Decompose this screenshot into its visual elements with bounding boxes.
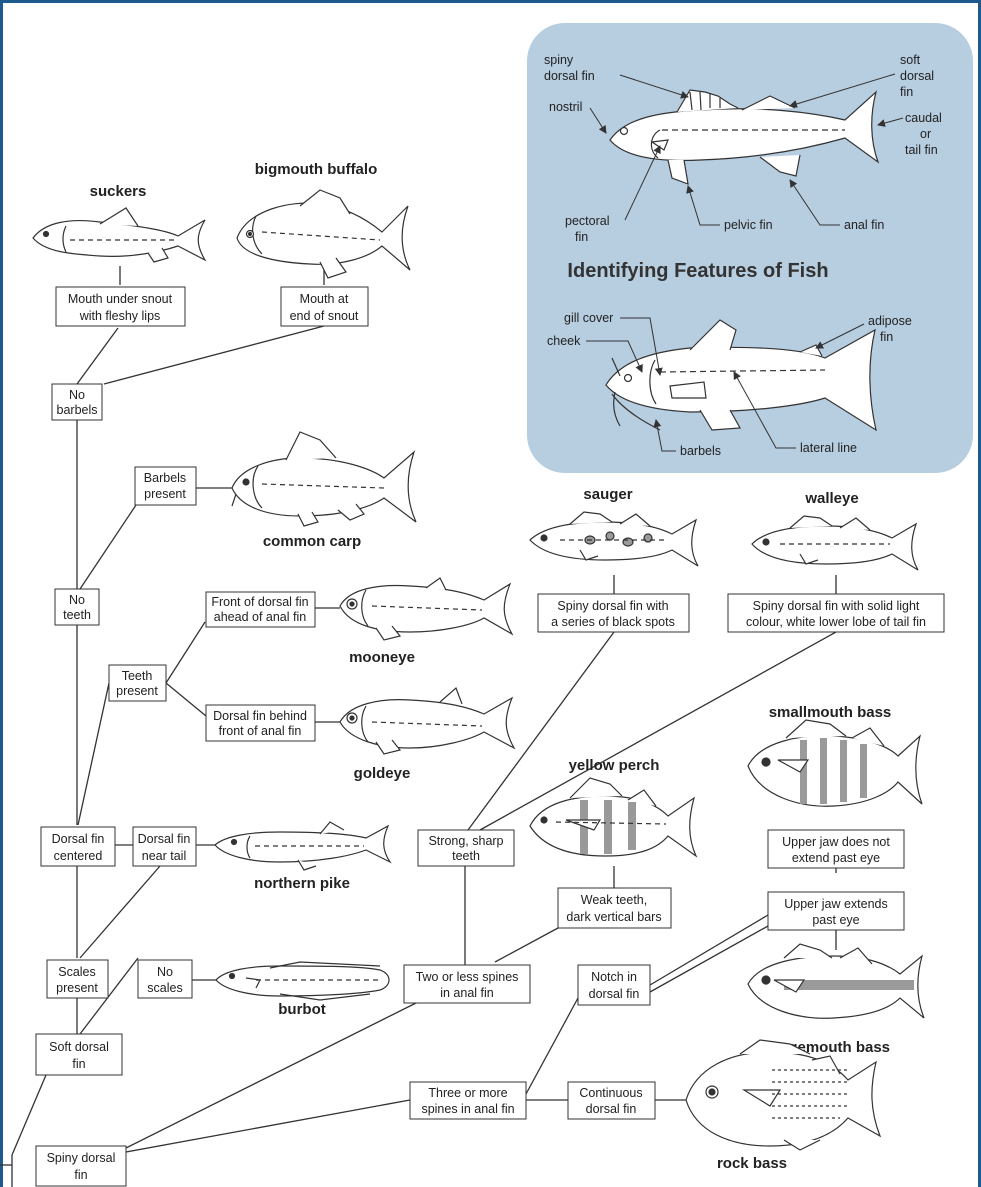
key-connectors xyxy=(0,266,837,1187)
fish-largemouth-bass xyxy=(747,943,925,1019)
fish-goldeye xyxy=(339,686,516,755)
label-pectoral: pectoral fin xyxy=(565,214,613,244)
fish-smallmouth-bass xyxy=(747,719,923,807)
label-cheek: cheek xyxy=(547,334,581,348)
fish-yellow-perch xyxy=(529,777,698,858)
label-gill-cover: gill cover xyxy=(564,311,613,325)
features-title: Identifying Features of Fish xyxy=(567,260,828,282)
fish-name-burbot: burbot xyxy=(278,1001,325,1018)
fish-northern-pike xyxy=(214,821,392,871)
fish-bigmouth-buffalo xyxy=(236,189,411,279)
svg-text:Weak teeth,dark vertical bars: Weak teeth,dark vertical bars xyxy=(566,893,661,924)
label-anal: anal fin xyxy=(844,218,884,232)
fish-name-suckers: suckers xyxy=(90,183,147,200)
fish-name-yellow-perch: yellow perch xyxy=(569,757,660,774)
fish-name-smallmouth-bass: smallmouth bass xyxy=(769,704,892,721)
svg-text:Spiny dorsal fin with solid li: Spiny dorsal fin with solid lightcolour,… xyxy=(746,599,926,629)
features-panel: Identifying Features of Fish spiny dorsa… xyxy=(527,23,973,473)
fish-name-common-carp: common carp xyxy=(263,533,361,550)
label-barbels: barbels xyxy=(680,444,721,458)
fish-suckers xyxy=(32,207,207,263)
label-lateral-line: lateral line xyxy=(800,441,857,455)
fish-mooneye xyxy=(339,577,514,641)
label-nostril: nostril xyxy=(549,100,582,114)
fish-burbot xyxy=(215,961,390,1001)
fish-name-walleye: walleye xyxy=(804,490,858,507)
fish-name-sauger: sauger xyxy=(583,486,632,503)
fish-walleye xyxy=(751,515,919,571)
fish-name-bigmouth-buffalo: bigmouth buffalo xyxy=(255,161,377,178)
features-fish-catfish xyxy=(605,319,877,432)
features-fish-perch xyxy=(609,89,880,185)
fish-common-carp xyxy=(231,431,417,527)
fish-rock-bass xyxy=(685,1039,882,1151)
fish-name-northern-pike: northern pike xyxy=(254,875,350,892)
fish-name-mooneye: mooneye xyxy=(349,649,415,666)
fish-name-goldeye: goldeye xyxy=(354,765,411,782)
label-caudal: caudal or tail fin xyxy=(905,111,945,157)
label-spiny-dorsal: spiny dorsal fin xyxy=(544,53,595,83)
fish-name-rock-bass: rock bass xyxy=(717,1155,787,1172)
fish-sauger xyxy=(529,511,699,567)
label-adipose: adipose fin xyxy=(868,314,915,344)
label-soft-dorsal: soft dorsal fin xyxy=(900,53,938,99)
node-weak-teeth: Weak teeth,dark vertical bars xyxy=(557,887,672,929)
label-pelvic: pelvic fin xyxy=(724,218,773,232)
